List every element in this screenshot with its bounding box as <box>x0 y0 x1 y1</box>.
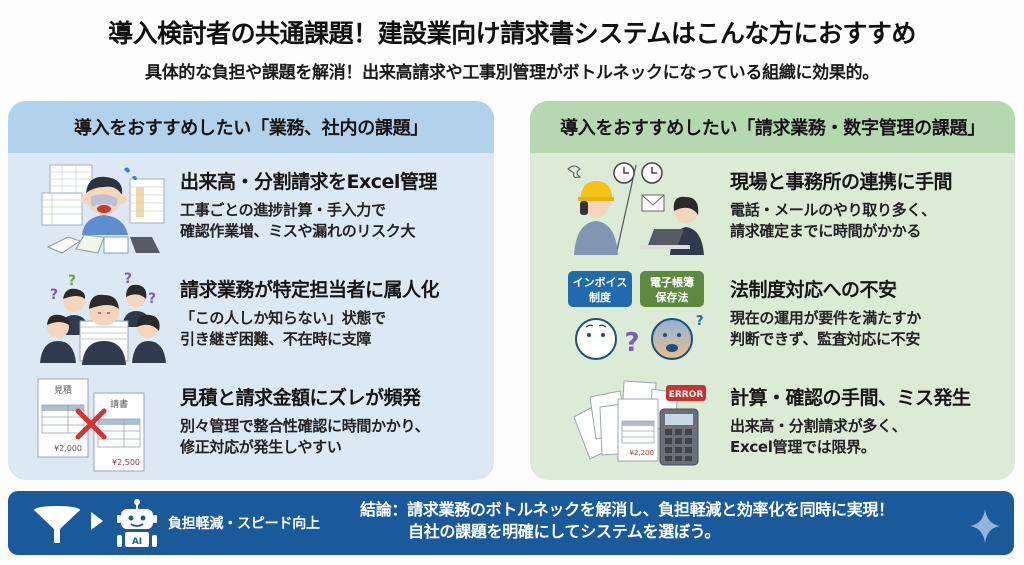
svg-text:ERROR: ERROR <box>669 390 704 400</box>
svg-text:インボイス: インボイス <box>573 275 628 289</box>
conclusion-banner: AI 負担軽減・スピード向上 結論：請求業務のボトルネックを解消し、負担軽減と効… <box>8 491 1014 555</box>
issue-item-site-office-coordination: 現場と事務所の連携に手間 電話・メールのやり取り多く、 請求確定までに時間がかか… <box>530 157 1015 257</box>
issue-description-line: 引き継ぎ困難、不在時に支障 <box>180 330 372 348</box>
sparkle-icon <box>970 509 1000 543</box>
svg-text:保存法: 保存法 <box>655 290 689 304</box>
svg-text:AI: AI <box>132 537 142 547</box>
mismatched-documents-icon: 見積 ¥2,000 請書 ¥2,500 <box>37 378 145 472</box>
svg-text:?: ? <box>624 328 639 358</box>
svg-text:見積: 見積 <box>54 384 72 396</box>
issue-item-legal-compliance: インボイス 制度 電子帳簿 保存法 ? ? 法制度対応への不安 現在の運用が要件… <box>530 265 1015 365</box>
svg-text:?: ? <box>148 291 156 307</box>
issue-description-line: 請求確定までに時間がかかる <box>730 222 922 240</box>
conclusion-line-2: 自社の課題を明確にしてシステムを選ぼう。 <box>408 522 721 541</box>
issue-item-excel-management: 出来高・分割請求をExcel管理 工事ごとの進捗計算・手入力で 確認作業増、ミス… <box>8 157 494 257</box>
panel-header: 導入をおすすめしたい「請求業務・数字管理の課題」 <box>530 101 1015 153</box>
calculation-error-icon: ¥2,200 ERROR <box>573 380 706 466</box>
issue-heading: 計算・確認の手間、ミス発生 <box>730 387 971 409</box>
issue-description-line: 確認作業増、ミスや漏れのリスク大 <box>180 222 416 240</box>
conclusion-line-1: 結論：請求業務のボトルネックを解消し、負担軽減と効率化を同時に実現！ <box>360 500 894 519</box>
svg-text:請書: 請書 <box>110 398 128 410</box>
issue-description-line: 電話・メールのやり取り多く、 <box>730 201 936 219</box>
confused-team-icon: ???? <box>40 271 166 365</box>
stressed-excel-user-icon <box>41 164 165 254</box>
benefit-tag: 負担軽減・スピード向上 <box>168 516 320 532</box>
issue-heading: 現場と事務所の連携に手間 <box>730 171 953 193</box>
issue-description-line: 別々管理で整合性確認に時間かかり、 <box>180 417 430 435</box>
svg-text:電子帳簿: 電子帳簿 <box>650 275 694 289</box>
ai-robot-icon: AI <box>117 499 157 547</box>
issue-heading: 出来高・分割請求をExcel管理 <box>180 171 437 193</box>
page-subtitle: 具体的な負担や課題を解消！出来高請求や工事別管理がボトルネックになっている組織に… <box>145 63 879 83</box>
page-title: 導入検討者の共通課題！建設業向け請求書システムはこんな方におすすめ <box>108 19 916 48</box>
svg-text:?: ? <box>50 287 58 303</box>
panel-header: 導入をおすすめしたい「業務、社内の課題」 <box>8 101 494 153</box>
legal-compliance-worry-icon: インボイス 制度 電子帳簿 保存法 ? ? <box>568 271 704 360</box>
electronic-books-badge <box>640 271 704 307</box>
funnel-icon <box>34 506 80 543</box>
issue-description-line: 現在の運用が要件を満たすか <box>730 309 922 327</box>
conclusion-text: 結論：請求業務のボトルネックを解消し、負担軽減と効率化を同時に実現！ 自社の課題… <box>360 499 894 543</box>
issue-item-amount-mismatch: 見積 ¥2,000 請書 ¥2,500 見積と請求金額にズレが頻発 別々管理で整… <box>8 373 494 473</box>
issue-description-line: 「この人しか知らない」状態で <box>180 309 386 327</box>
issue-description-line: 判断できず、監査対応に不安 <box>730 330 921 348</box>
issue-heading: 見積と請求金額にズレが頻発 <box>180 387 421 409</box>
invoice-system-badge <box>568 271 632 307</box>
issue-heading: 請求業務が特定担当者に属人化 <box>180 279 440 301</box>
svg-text:?: ? <box>124 271 132 287</box>
issue-description-line: 修正対応が発生しやすい <box>180 438 342 456</box>
issue-description-line: 工事ごとの進捗計算・手入力で <box>180 201 386 219</box>
business-issues-panel: 導入をおすすめしたい「業務、社内の課題」 出来高・分割請求をExcel管理 <box>8 101 494 480</box>
error-badge <box>666 385 706 401</box>
issue-heading: 法制度対応への不安 <box>730 279 897 301</box>
site-office-communication-icon <box>567 162 704 256</box>
issue-item-calculation-errors: ¥2,200 ERROR 計算・確認の手間、ミス発生 出来高・分割請求が多く、 … <box>530 373 1015 473</box>
issue-description-line: Excel管理では限界。 <box>730 438 876 456</box>
svg-text:¥2,000: ¥2,000 <box>54 444 82 453</box>
arrow-right-icon <box>91 512 103 530</box>
issue-item-person-dependency: ???? 請求業務が特定担当者に属人化 「この人しか知らない」状態で 引き継ぎ困… <box>8 265 494 365</box>
svg-text:?: ? <box>696 314 704 329</box>
billing-numbers-issues-panel: 導入をおすすめしたい「請求業務・数字管理の課題」 現場と事務所の連携に手間 電話… <box>530 101 1015 480</box>
svg-text:¥2,500: ¥2,500 <box>112 458 140 467</box>
svg-text:¥2,200: ¥2,200 <box>630 449 655 457</box>
svg-text:?: ? <box>68 273 76 289</box>
svg-text:制度: 制度 <box>589 290 612 304</box>
issue-description-line: 出来高・分割請求が多く、 <box>730 417 907 435</box>
